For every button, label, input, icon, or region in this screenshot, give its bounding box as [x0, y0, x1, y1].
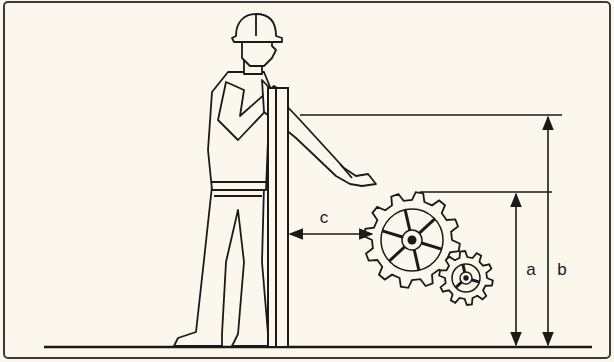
dimension-label: b [555, 261, 568, 279]
gear-train [364, 192, 493, 305]
gear-spoke [414, 250, 419, 270]
dimensions [290, 115, 562, 345]
gear-spoke [463, 264, 465, 272]
gear-spoke [456, 282, 462, 287]
gear-hub [402, 230, 422, 250]
frame [4, 2, 610, 358]
gear-rim [452, 264, 480, 292]
gear-axle [463, 275, 468, 280]
gear-teeth [439, 251, 493, 305]
ground-line [44, 346, 592, 349]
gear-spoke [422, 243, 442, 249]
gear-spoke [389, 247, 404, 261]
gear-spoke [382, 231, 402, 237]
gear-rim [381, 209, 443, 271]
gear-axle [408, 236, 417, 245]
dimension-label: a [524, 261, 537, 279]
worker-figure [174, 14, 376, 346]
gear-spoke [472, 280, 480, 282]
gear-hub [460, 272, 472, 284]
gear-spoke [419, 219, 434, 233]
dimension-label: c [318, 209, 331, 227]
barrier [268, 88, 288, 347]
gear-spoke [405, 210, 410, 230]
